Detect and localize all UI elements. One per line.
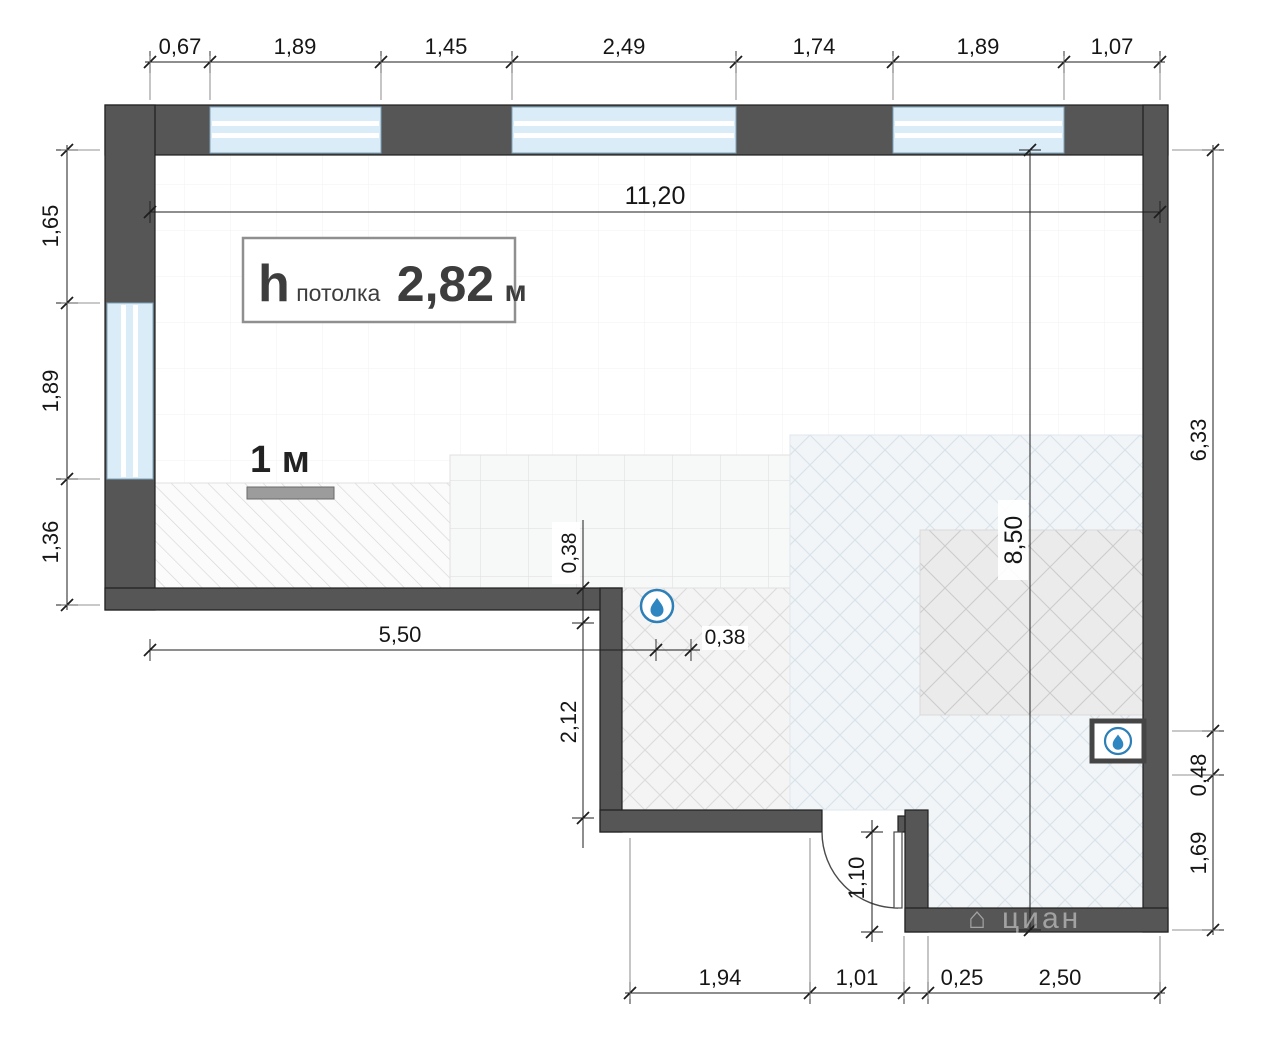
ceiling-h-symbol: h <box>258 255 290 313</box>
water-point-2 <box>1089 718 1147 764</box>
scale-label: 1 м <box>250 439 310 481</box>
dim-left-2: 1,36 <box>38 521 63 564</box>
dim-door-label: 1,10 <box>844 857 869 900</box>
wall-hall-bottom <box>599 809 823 833</box>
dim-bottom-0: 1,94 <box>699 965 742 990</box>
dim-top-4: 1,74 <box>793 34 836 59</box>
label-bg <box>702 626 748 650</box>
dimension-labels: 0,67 1,89 1,45 2,49 1,74 1,89 1,07 1,65 … <box>38 34 1211 990</box>
dim-right-2: 1,69 <box>1186 832 1211 875</box>
dim-bottom-1: 1,01 <box>836 965 879 990</box>
drop-glyph-icon <box>1112 734 1124 750</box>
dim-bottom-3: 2,50 <box>1039 965 1082 990</box>
dim-right-1: 0,48 <box>1186 754 1211 797</box>
window-top-1 <box>209 106 382 154</box>
dim-top-5: 1,89 <box>957 34 1000 59</box>
dim-top-2: 1,45 <box>425 34 468 59</box>
dim-step-b-label: 0,38 <box>705 626 746 649</box>
dim-bottom-2: 0,25 <box>941 965 984 990</box>
floor-hatch-zone-a <box>154 482 451 589</box>
ceiling-label-frame <box>241 236 517 324</box>
water-point-1 <box>639 588 675 624</box>
door-leaf <box>893 831 903 909</box>
dimension-lines <box>56 51 1224 1004</box>
floor-inset-tile-zone <box>919 529 1144 716</box>
window-left <box>106 302 154 480</box>
entrance-door <box>821 831 903 909</box>
wall-right <box>1142 104 1169 933</box>
floor <box>154 155 1144 909</box>
dimension-ticks <box>56 51 1224 1004</box>
label-bg <box>998 500 1028 580</box>
dim-left-span-label: 5,50 <box>379 622 422 647</box>
scale-bar-rect <box>246 486 335 500</box>
dim-top-6: 1,07 <box>1091 34 1134 59</box>
window-top-3 <box>892 106 1065 154</box>
watermark-house-icon: ⌂ <box>968 902 986 935</box>
svg-text:h потолка 2,82: h потолка 2,82 м <box>258 255 527 313</box>
dim-top-1: 1,89 <box>274 34 317 59</box>
windows <box>106 106 1065 480</box>
ceiling-height-label: h потолка 2,82 м <box>241 236 527 324</box>
wall-mid-vertical <box>599 587 623 833</box>
drop-glyph-icon <box>650 598 664 617</box>
dim-left-0: 1,65 <box>38 205 63 248</box>
ceiling-sub-text: потолка <box>296 280 380 306</box>
dim-interior-width-label: 11,20 <box>625 182 686 210</box>
floor-tile-zone <box>449 454 791 589</box>
dim-top-3: 2,49 <box>603 34 646 59</box>
dim-top-0: 0,67 <box>159 34 202 59</box>
ceiling-value: 2,82 <box>397 256 494 312</box>
door-swing-arc <box>821 831 899 909</box>
wall-bottom-left <box>104 587 623 611</box>
scale-bar: 1 м <box>246 439 335 500</box>
wall-bottom-right <box>904 907 1169 933</box>
floor-diamond-zone <box>621 587 791 811</box>
watermark-text: циан <box>1002 902 1081 935</box>
dim-right-0: 6,33 <box>1186 419 1211 462</box>
watermark: ⌂ циан <box>968 902 1081 935</box>
label-bg <box>552 522 580 584</box>
ceiling-unit: м <box>505 275 527 308</box>
dim-hall-depth-label: 2,12 <box>556 701 581 744</box>
label-bg <box>552 688 580 758</box>
dim-left-1: 1,89 <box>38 370 63 413</box>
dim-interior-height-label: 8,50 <box>1000 516 1028 565</box>
dim-step-a-label: 0,38 <box>558 533 581 574</box>
window-top-2 <box>511 106 737 154</box>
